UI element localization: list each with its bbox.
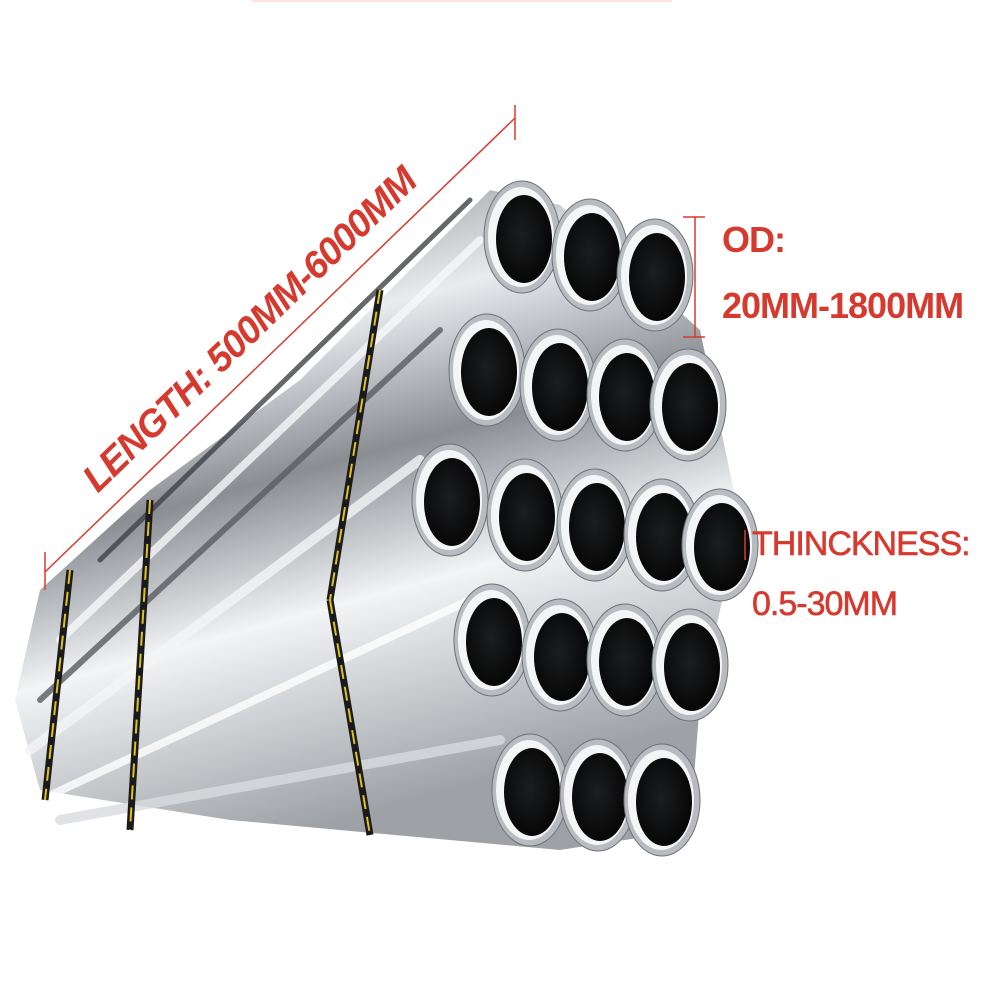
thickness-value: 0.5-30MM [752,585,899,623]
pipe-highlight [37,327,443,703]
od-dimension-line [683,216,705,338]
top-divider [252,0,672,2]
pipe-highlight [56,236,484,644]
pipe-bore [461,328,517,416]
pipe-bore [532,343,588,431]
length-dimension-line [44,105,516,590]
pipe-bore [564,213,620,301]
pipe-ends [411,180,759,857]
pipe-bore [694,503,750,591]
pipe-bore [629,233,685,321]
straps [41,289,384,836]
pipe-bore [504,748,560,836]
pipe-highlight [97,197,473,563]
pipe-bore [664,623,720,711]
pipe-bore [569,483,625,571]
pipe-bore [572,753,628,841]
strap-stripe [329,599,371,836]
thickness-title: THINCKNESS: [752,525,971,563]
od-value: 20MM-1800MM [722,285,964,326]
pipe-bore [534,613,590,701]
pipe-highlights [25,197,505,825]
strap-stripe [129,499,151,831]
pipe-bore [496,195,552,283]
pipe-bore [662,363,718,451]
pipe-bore [424,458,480,546]
pipe-bore [599,353,655,441]
strap-stripe [44,569,71,801]
pipe-bore [636,493,692,581]
od-title: OD: [722,219,786,260]
pipe-highlight [36,596,474,804]
pipe-bore [636,758,692,846]
pipe-bore [499,473,555,561]
strap-stripe [329,289,381,601]
pipe-bore [599,618,655,706]
pipe-highlight [25,455,425,755]
pipe-bore [466,598,522,686]
